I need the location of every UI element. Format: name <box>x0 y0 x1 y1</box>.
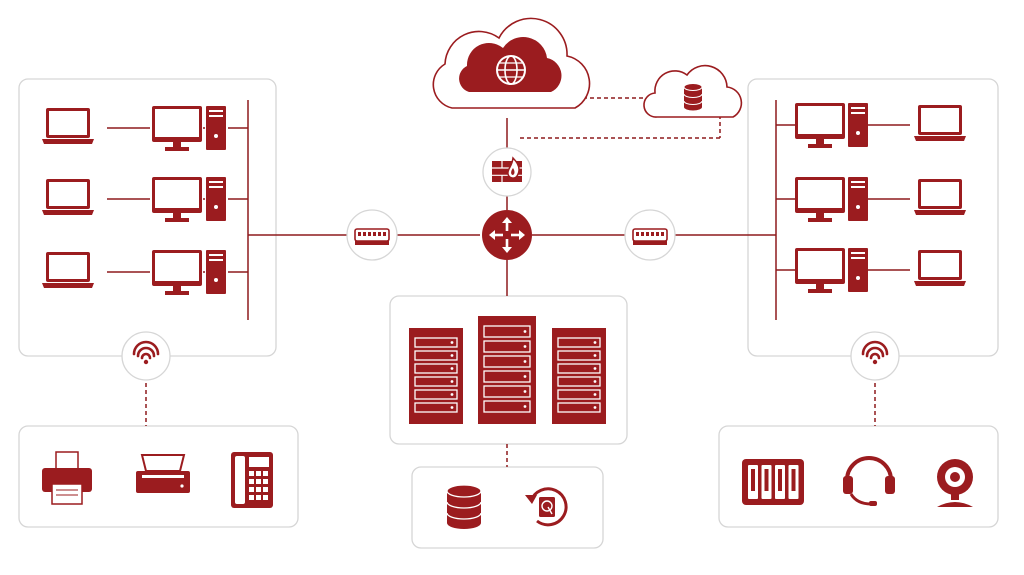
backup-restore-icon <box>525 487 568 527</box>
pc-tower-icon <box>206 106 226 150</box>
storage-backup-panel <box>411 466 604 549</box>
printer-icon <box>42 451 92 505</box>
firewall-icon <box>482 147 532 197</box>
pc-tower-icon <box>206 250 226 294</box>
server-rack-icon <box>552 328 606 424</box>
pc-tower-icon <box>848 248 868 292</box>
server-rack-icon <box>478 316 536 424</box>
pc-tower-icon <box>848 103 868 147</box>
laptop-icon <box>42 108 94 144</box>
laptop-icon <box>914 179 966 215</box>
office-phone-icon <box>231 452 273 508</box>
wifi-icon <box>850 331 900 381</box>
desktop-computer-icon <box>795 177 845 222</box>
server-rack-icon <box>409 328 463 424</box>
headset-icon <box>843 456 895 506</box>
pc-tower-icon <box>206 177 226 221</box>
network-switch-icon <box>346 209 398 261</box>
router-icon <box>482 210 532 260</box>
desktop-computer-icon <box>152 106 202 151</box>
nas-storage-icon <box>742 459 804 505</box>
laptop-icon <box>914 250 966 286</box>
webcam-icon <box>937 459 973 507</box>
database-icon <box>446 484 482 529</box>
desktop-computer-icon <box>152 177 202 222</box>
desktop-computer-icon <box>152 250 202 295</box>
laptop-icon <box>42 252 94 288</box>
laptop-icon <box>42 179 94 215</box>
cloud-globe-icon <box>432 17 591 109</box>
desktop-computer-icon <box>795 103 845 148</box>
wifi-icon <box>121 331 171 381</box>
pc-tower-icon <box>848 177 868 221</box>
scanner-icon <box>136 454 190 493</box>
cloud-database-icon <box>643 64 743 118</box>
network-switch-icon <box>624 209 676 261</box>
laptop-icon <box>914 105 966 141</box>
desktop-computer-icon <box>795 248 845 293</box>
